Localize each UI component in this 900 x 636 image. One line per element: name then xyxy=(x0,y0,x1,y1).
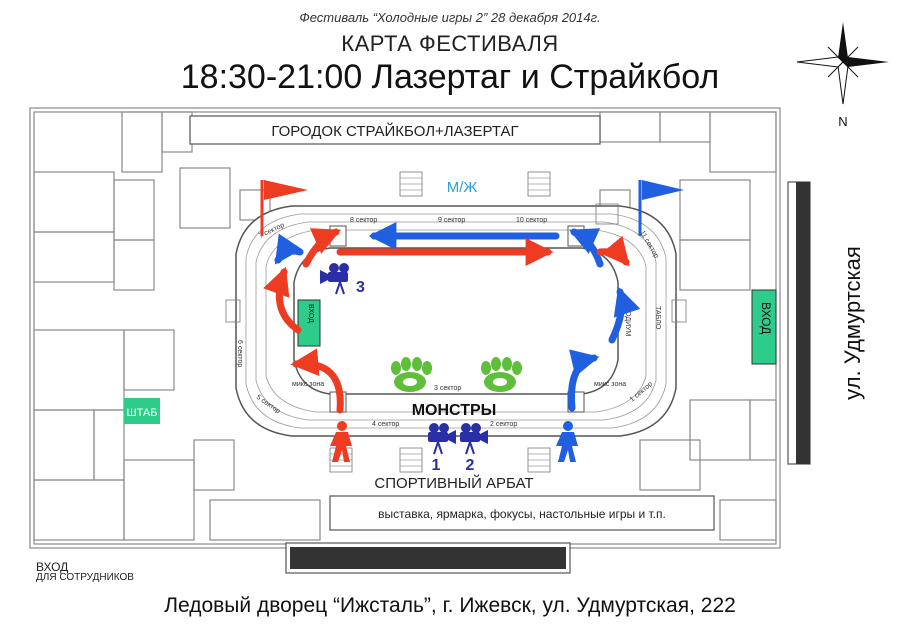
sector-3-label: 3 сектор xyxy=(434,385,461,392)
sector-8-label: 8 сектор xyxy=(350,217,377,224)
festival-title: Фестиваль “Холодные игры 2” 28 декабря 2… xyxy=(299,10,601,25)
compass-north-label: N xyxy=(838,114,847,129)
inner-entrance-label: ВХОД xyxy=(307,304,314,323)
inner-entrance xyxy=(297,299,321,347)
camera-3-label: 3 xyxy=(356,279,365,296)
monsters-label: МОНСТРЫ xyxy=(412,402,497,419)
stair-lines xyxy=(330,177,550,467)
compass-rose-icon xyxy=(796,22,889,105)
sector-6-label: 6 сектор xyxy=(236,340,243,367)
monster-paw-left-icon xyxy=(391,357,432,392)
town-zone xyxy=(189,115,601,145)
camera-1-label: 1 xyxy=(432,457,441,474)
hq-label: ШТАБ xyxy=(127,407,158,419)
staff-entrance-sublabel: ДЛЯ СОТРУДНИКОВ xyxy=(36,572,134,583)
sector-10-label: 10 сектор xyxy=(516,217,547,224)
street-label: ул. Удмуртская xyxy=(840,246,865,400)
sector-2-label: 2 сектор xyxy=(490,421,517,428)
exhibition-zone xyxy=(329,495,715,531)
venue-address: Ледовый дворец “Ижсталь”, г. Ижевск, ул.… xyxy=(164,594,736,617)
camera-1-icon xyxy=(428,423,456,455)
blue-team-person-icon xyxy=(556,421,578,462)
building-outline xyxy=(29,107,781,549)
camera-2-icon xyxy=(460,423,488,455)
red-team-person-icon xyxy=(330,421,352,462)
pulpit-label: ПОДИУМ xyxy=(624,306,631,337)
mixzone-left-label: микс зона xyxy=(292,381,324,388)
blue-flag-icon xyxy=(638,180,684,236)
town-zone-label: ГОРОДОК СТРАЙКБОЛ+ЛАЗЕРТАГ xyxy=(271,122,518,140)
red-flag-icon xyxy=(260,180,308,236)
bottom-entrance-block xyxy=(285,542,571,574)
camera-2-label: 2 xyxy=(466,457,475,474)
sport-arbat-label: СПОРТИВНЫЙ АРБАТ xyxy=(374,474,533,492)
hq-zone xyxy=(124,398,160,424)
scoreboard-label: ТАБЛО xyxy=(654,306,661,330)
exhibition-label: выставка, ярмарка, фокусы, настольные иг… xyxy=(378,507,666,521)
sector-4-label: 4 сектор xyxy=(372,421,399,428)
mixzone-right-label: микс зона xyxy=(594,381,626,388)
sector-9-label: 9 сектор xyxy=(438,217,465,224)
camera-3-icon xyxy=(320,263,349,295)
route-arrows xyxy=(263,222,641,414)
staff-entrance-label: ВХОД xyxy=(36,560,69,574)
main-entrance xyxy=(751,289,777,365)
main-entrance-label: ВХОД xyxy=(759,302,773,334)
monster-paw-right-icon xyxy=(481,357,522,392)
event-time: 18:30-21:00 Лазертаг и Страйкбол xyxy=(180,58,720,96)
wc-label: М/Ж xyxy=(447,179,478,196)
map-title: КАРТА ФЕСТИВАЛЯ xyxy=(341,31,559,56)
street-block xyxy=(787,181,811,465)
